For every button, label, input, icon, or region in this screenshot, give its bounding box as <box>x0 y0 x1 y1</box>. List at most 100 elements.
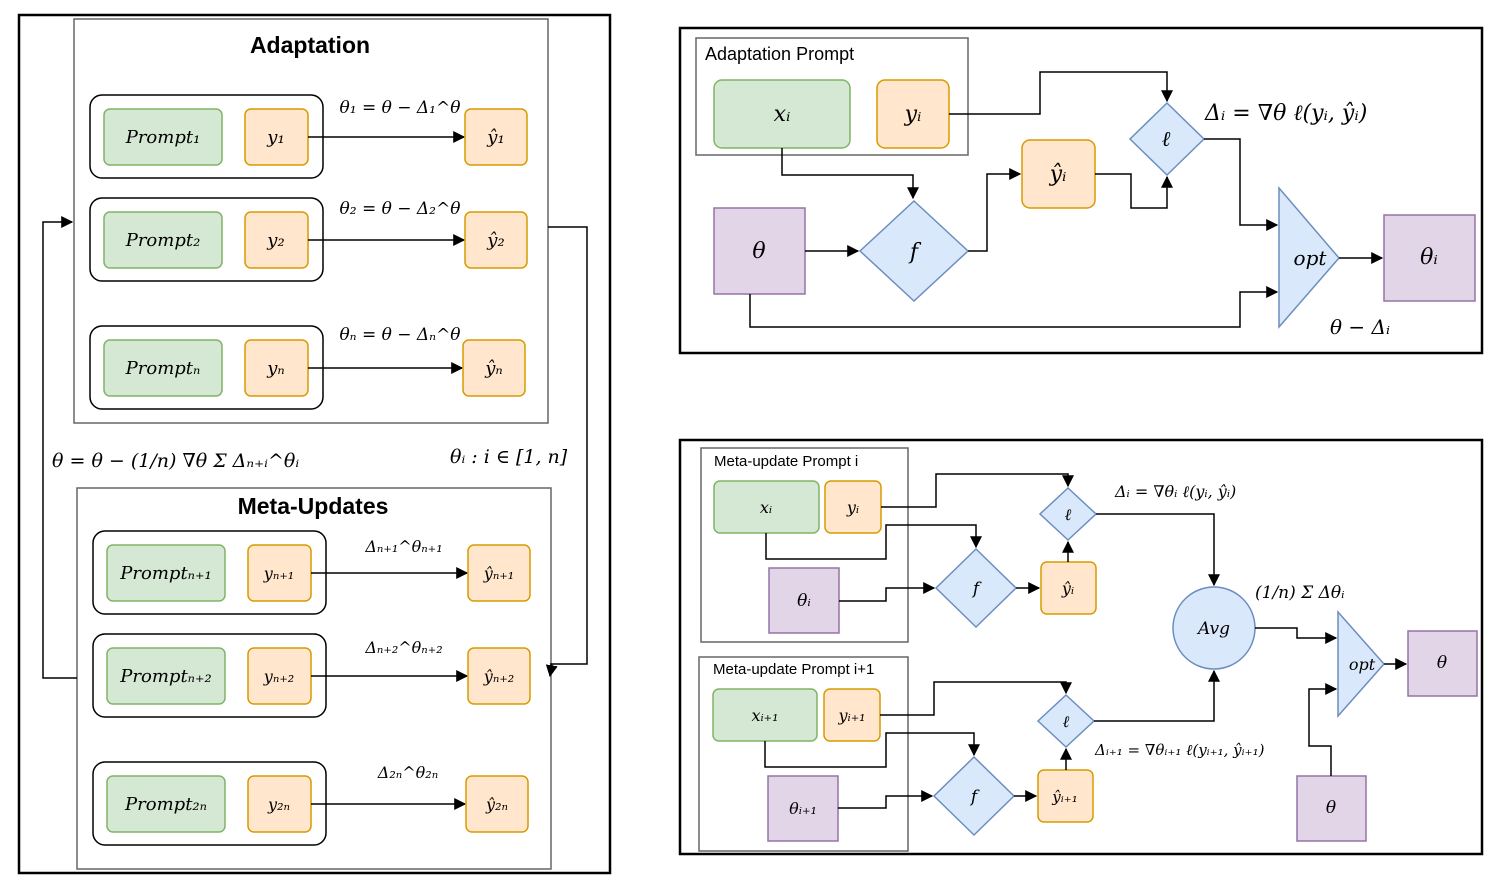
prompt-box <box>103 211 223 269</box>
loss-label: ℓ <box>1162 127 1171 151</box>
theta2-to-f2-wire <box>838 790 934 809</box>
x-label: xᵢ <box>774 102 791 127</box>
x-to-f-wire <box>781 148 919 200</box>
y-label: yₙ₊₂ <box>263 667 294 686</box>
delta2-formula: Δᵢ₊₁ = ∇θᵢ₊₁ ℓ(yᵢ₊₁, ŷᵢ₊₁) <box>1094 741 1265 759</box>
yhat-box <box>464 211 528 269</box>
x2-to-f2-wire <box>764 732 980 768</box>
yhat-label: ŷ₂ₙ <box>485 795 508 814</box>
f2-diamond <box>932 755 1016 837</box>
theta-to-opt-wire <box>1308 683 1338 776</box>
theta-label: θ <box>752 239 765 264</box>
y2-to-loss2-wire <box>880 681 1072 716</box>
adapt-to-meta-arrowhead <box>545 663 558 678</box>
prompt-box <box>106 544 226 602</box>
prompt-box <box>106 647 226 705</box>
opt-triangle <box>1337 610 1386 718</box>
delta1-formula: Δᵢ = ∇θᵢ ℓ(yᵢ, ŷᵢ) <box>1114 482 1236 501</box>
y1-to-loss1-wire <box>881 473 1074 508</box>
loss-diamond <box>1128 101 1206 177</box>
f1-label: f <box>971 579 982 599</box>
prompt-box <box>106 775 226 833</box>
meta-row: Prompt₂ₙ y₂ₙ ŷ₂ₙ Δ₂ₙ^θ₂ₙ <box>92 761 529 846</box>
prompt-label: Promptₙ₊₁ <box>119 563 211 584</box>
yhat-label: ŷ₂ <box>486 230 504 251</box>
adaptation-group <box>73 18 549 424</box>
y-label: yₙ <box>266 358 284 379</box>
meta-update-prompt-i-label: Meta-update Prompt i <box>714 453 858 470</box>
y-label: y₁ <box>266 127 284 148</box>
theta-minus-delta: θ − Δᵢ <box>1330 315 1390 339</box>
top-right-panel: Adaptation Prompt xᵢ yᵢ θ f ŷᵢ ℓ opt θᵢ … <box>678 26 1484 355</box>
theta-i-box <box>1383 214 1476 302</box>
y-label: y₂ₙ <box>267 795 290 814</box>
update-formula: Δₙ₊₂^θₙ₊₂ <box>364 638 442 657</box>
adapt-row: Prompt₁ y₁ ŷ₁ θ₁ = θ − Δ₁^θ <box>89 94 528 179</box>
yhat-box <box>465 775 529 833</box>
opt-label: opt <box>1349 655 1376 674</box>
adapt-row: Prompt₂ y₂ ŷ₂ θ₂ = θ − Δ₂^θ <box>89 197 528 282</box>
yhat-label: ŷₙ₊₁ <box>483 564 514 583</box>
update-formula: Δ₂ₙ^θ₂ₙ <box>377 763 438 782</box>
y-to-loss-wire <box>949 71 1173 115</box>
adaptation-prompt-label: Adaptation Prompt <box>705 44 854 64</box>
yhat-label: ŷₙ₊₂ <box>483 667 514 686</box>
loss1-diamond <box>1038 486 1098 542</box>
loss2-to-avg-wire <box>1094 669 1220 722</box>
update-formula: θ₂ = θ − Δ₂^θ <box>340 199 461 219</box>
delta-formula: Δᵢ = ∇θ ℓ(yᵢ, ŷᵢ) <box>1204 101 1367 126</box>
loss2-label: ℓ <box>1063 712 1070 731</box>
yhat-box <box>467 647 531 705</box>
theta-out-box <box>1407 630 1478 697</box>
opt-label: opt <box>1294 246 1328 270</box>
theta2-label: θᵢ₊₁ <box>789 799 817 818</box>
adaptation-prompt-group <box>695 37 969 156</box>
theta2-box <box>767 775 839 842</box>
theta-box <box>713 207 806 295</box>
yhat-label: ŷᵢ <box>1049 162 1067 187</box>
yhat-label: ŷ₁ <box>486 127 504 148</box>
meta-updates-title: Meta-Updates <box>238 493 389 519</box>
y-label: y₂ <box>266 230 284 251</box>
prompt-label: Prompt₂ <box>125 230 201 251</box>
top-right-frame <box>678 26 1484 355</box>
theta1-to-f1-wire <box>839 582 936 602</box>
theta-in-label: θ <box>1326 798 1336 818</box>
y2-label: yᵢ₊₁ <box>837 706 865 725</box>
prompt-box <box>103 108 223 166</box>
prompt-label: Prompt₂ₙ <box>124 794 207 815</box>
yhat-box <box>462 339 526 397</box>
left-panel-frame <box>17 13 612 875</box>
f-diamond <box>858 199 970 303</box>
x2-label: xᵢ₊₁ <box>751 706 778 725</box>
update-formula: θₙ = θ − Δₙ^θ <box>339 325 460 345</box>
theta-i-label: θᵢ <box>1420 245 1438 270</box>
yhat2-label: ŷᵢ₊₁ <box>1051 788 1077 806</box>
yhat-box <box>467 544 531 602</box>
prompt-label: Promptₙ <box>125 358 201 379</box>
avg-formula: (1/n) Σ Δθᵢ <box>1255 583 1345 603</box>
y1-label: yᵢ <box>846 498 859 517</box>
adapt-to-meta-connector <box>548 226 588 665</box>
yhat-to-loss-wire <box>1095 173 1173 209</box>
theta-range-formula: θᵢ : i ∈ [1, n] <box>450 446 568 468</box>
meta-row: Promptₙ₊₂ yₙ₊₂ ŷₙ₊₂ Δₙ₊₂^θₙ₊₂ <box>92 633 531 718</box>
yhat-label: ŷₙ <box>484 358 502 379</box>
meta-row: Promptₙ₊₁ yₙ₊₁ ŷₙ₊₁ Δₙ₊₁^θₙ₊₁ <box>92 530 531 615</box>
update-formula: θ₁ = θ − Δ₁^θ <box>340 98 461 118</box>
meta-update-prompt-i1-label: Meta-update Prompt i+1 <box>713 661 874 678</box>
meta-update-prompt-i-group <box>700 447 909 643</box>
meta-update-prompt-i1-group <box>698 656 909 852</box>
loss1-to-avg-wire <box>1096 513 1220 587</box>
loss1-label: ℓ <box>1065 505 1072 524</box>
prompt-box <box>103 339 223 397</box>
left-panel: Adaptation Prompt₁ y₁ ŷ₁ θ₁ = θ − Δ₁^θ P… <box>17 13 612 875</box>
meta-to-adapt-connector <box>42 216 77 679</box>
adapt-row: Promptₙ yₙ ŷₙ θₙ = θ − Δₙ^θ <box>89 325 526 410</box>
update-formula: Δₙ₊₁^θₙ₊₁ <box>364 537 442 556</box>
yhat1-label: ŷᵢ <box>1061 579 1074 598</box>
x1-label: xᵢ <box>760 498 772 517</box>
y-label: yᵢ <box>904 102 922 127</box>
bottom-right-frame <box>678 438 1484 856</box>
